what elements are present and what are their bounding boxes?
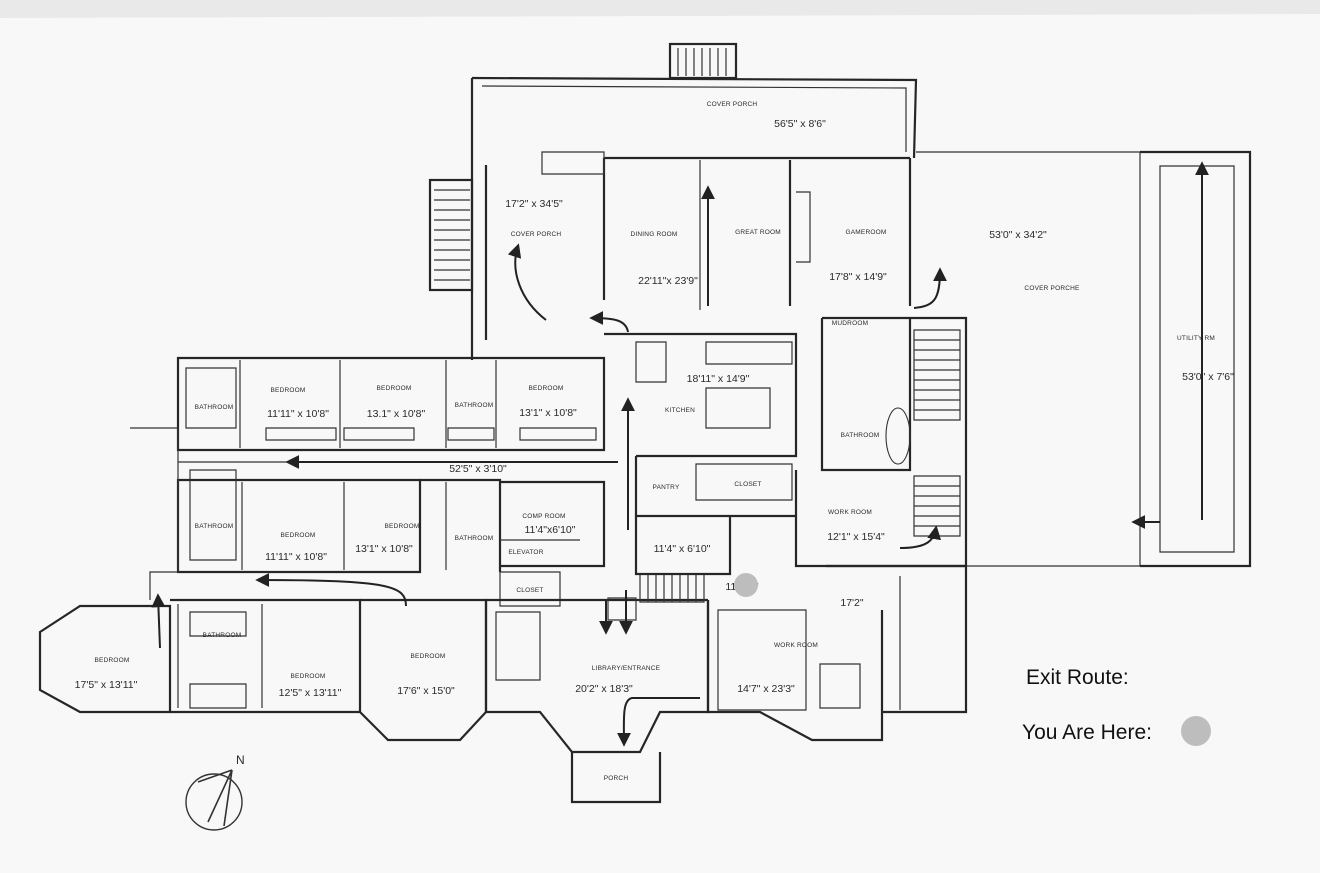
room-dims: 13.1" x 10'8"	[367, 408, 426, 420]
room-name: COVER PORCHE	[1024, 285, 1080, 292]
room-name: BATHROOM	[841, 432, 880, 439]
room-name: KITCHEN	[665, 407, 695, 414]
room-dims: 11'11" x 10'8"	[267, 408, 329, 420]
room-name: BEDROOM	[377, 385, 412, 392]
north-compass-icon: N	[185, 753, 245, 831]
room-name: LIBRARY/ENTRANCE	[592, 665, 661, 672]
exit-route-label: Exit Route:	[1026, 666, 1129, 689]
room-name: PORCH	[604, 775, 629, 782]
room-dims: 17'6" x 15'0"	[397, 685, 455, 697]
exit-routes	[151, 161, 1209, 747]
room-dims: 18'11" x 14'9"	[687, 373, 750, 385]
room-name: BATHROOM	[195, 404, 234, 411]
room-name: DINING ROOM	[631, 231, 678, 238]
room-name: BEDROOM	[411, 653, 446, 660]
room-name: BATHROOM	[455, 402, 494, 409]
room-dims: 52'5" x 3'10"	[449, 463, 507, 475]
room-name: COVER PORCH	[707, 101, 758, 108]
room-dims: 12'5" x 13'11"	[279, 687, 342, 699]
room-dims: 20'2" x 18'3"	[575, 683, 633, 695]
room-name: BATHROOM	[455, 535, 494, 542]
room-dims: 53'0" x 7'6"	[1182, 371, 1234, 383]
room-name: BATHROOM	[195, 523, 234, 530]
legend: Exit Route: You Are Here:	[1022, 666, 1211, 746]
room-name: COMP ROOM	[522, 513, 565, 520]
you-are-here-label: You Are Here:	[1022, 721, 1152, 744]
room-dims: 17'8" x 14'9"	[829, 271, 887, 283]
room-dims: 11'4" x 6'10"	[654, 543, 711, 555]
room-name: BATHROOM	[203, 632, 242, 639]
room-dims: 22'11"x 23'9"	[638, 275, 698, 287]
walls	[38, 42, 1252, 804]
room-name: PANTRY	[653, 484, 680, 491]
room-dims: 17'2"	[840, 597, 864, 609]
room-name: CLOSET	[516, 587, 543, 594]
room-name: BEDROOM	[271, 387, 306, 394]
room-name: WORK ROOM	[774, 642, 818, 649]
room-name: MUDROOM	[832, 320, 868, 327]
room-dims: 11'4"x6'10"	[525, 524, 576, 536]
room-labels: COVER PORCH 56'5" x 8'6" 17'2" x 34'5" C…	[75, 101, 1234, 782]
room-dims: 56'5" x 8'6"	[774, 118, 826, 130]
room-name: CLOSET	[734, 481, 761, 488]
room-dims: 11'11" x 10'8"	[265, 551, 327, 563]
room-name: GAMEROOM	[846, 229, 887, 236]
room-dims: 53'0" x 34'2"	[989, 229, 1047, 241]
room-dims: 17'5" x 13'11"	[75, 679, 138, 691]
room-dims: 14'7" x 23'3"	[737, 683, 795, 695]
paper-sheet	[0, 14, 1320, 873]
room-name: BEDROOM	[95, 657, 130, 664]
room-dims: 13'1" x 10'8"	[355, 543, 413, 555]
room-name: BEDROOM	[291, 673, 326, 680]
room-name: UTILITY RM	[1177, 335, 1215, 342]
room-name: COVER PORCH	[511, 231, 562, 238]
compass-label: N	[236, 753, 245, 767]
room-name: GREAT ROOM	[735, 229, 781, 236]
room-name: BEDROOM	[529, 385, 564, 392]
room-dims: 17'2" x 34'5"	[505, 198, 563, 210]
room-dims: 13'1" x 10'8"	[519, 407, 577, 419]
room-name: ELEVATOR	[508, 549, 543, 556]
room-name: WORK ROOM	[828, 509, 872, 516]
room-dims: 12'1" x 15'4"	[827, 531, 885, 543]
room-name: BEDROOM	[385, 523, 420, 530]
room-name: BEDROOM	[281, 532, 316, 539]
you-are-here-marker	[734, 573, 758, 597]
you-are-here-legend-dot	[1181, 716, 1211, 746]
